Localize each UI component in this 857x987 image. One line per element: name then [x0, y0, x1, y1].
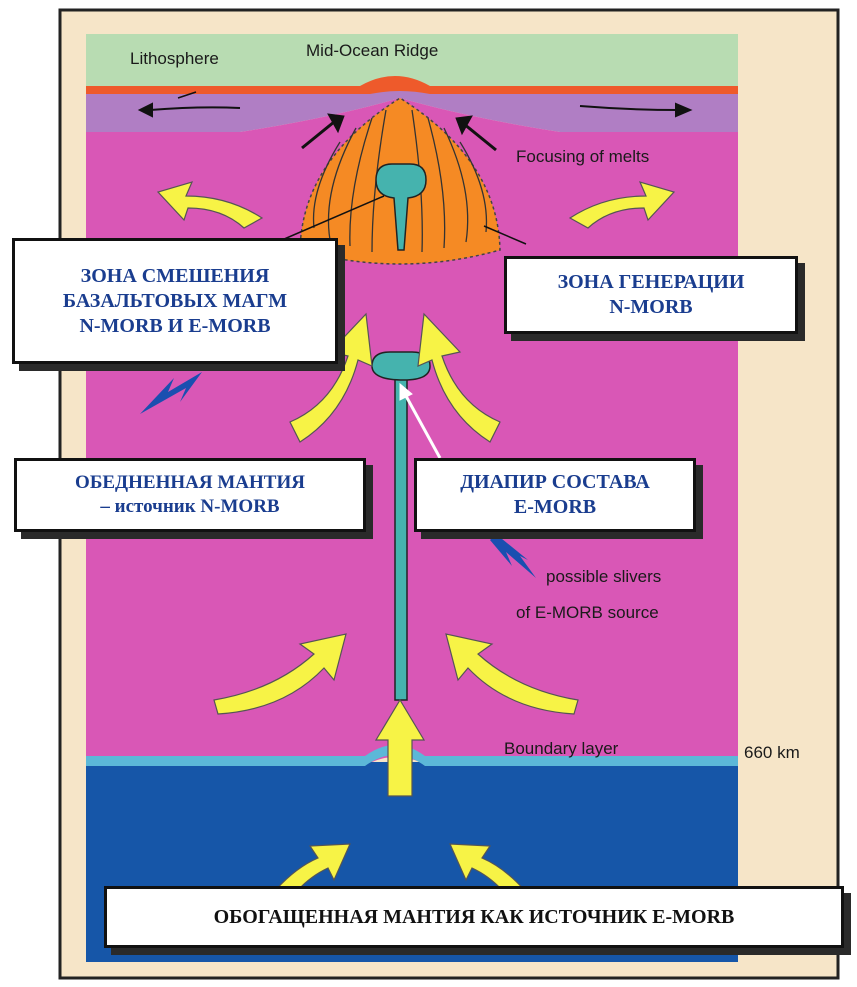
- label-boundary-layer: Boundary layer: [504, 739, 619, 758]
- generation-zone-box: ЗОНА ГЕНЕРАЦИИ N-MORB: [504, 256, 798, 334]
- diapir-line1: ДИАПИР СОСТАВА: [417, 470, 693, 495]
- enriched-mantle-line1: ОБОГАЩЕННАЯ МАНТИЯ КАК ИСТОЧНИК E-MORB: [107, 905, 841, 930]
- label-lithosphere: Lithosphere: [130, 49, 219, 68]
- label-focusing-of-melts: Focusing of melts: [516, 147, 649, 166]
- label-slivers-line2: of E-MORB source: [516, 603, 659, 622]
- mixing-zone-line1: ЗОНА СМЕШЕНИЯ: [15, 264, 335, 289]
- label-mid-ocean-ridge: Mid-Ocean Ridge: [306, 41, 438, 60]
- enriched-mantle-box: ОБОГАЩЕННАЯ МАНТИЯ КАК ИСТОЧНИК E-MORB: [104, 886, 844, 948]
- mixing-zone-box: ЗОНА СМЕШЕНИЯ БАЗАЛЬТОВЫХ МАГМ N-MORB И …: [12, 238, 338, 364]
- generation-zone-line1: ЗОНА ГЕНЕРАЦИИ: [507, 270, 795, 295]
- diapir-stem: [395, 376, 407, 700]
- diapir-box: ДИАПИР СОСТАВА E-MORB: [414, 458, 696, 532]
- depleted-mantle-line2: – источник N-MORB: [17, 495, 363, 519]
- mixing-zone-line3: N-MORB И E-MORB: [15, 314, 335, 339]
- depleted-mantle-box: ОБЕДНЕННАЯ МАНТИЯ – источник N-MORB: [14, 458, 366, 532]
- label-slivers-line1: possible slivers: [546, 567, 661, 586]
- depleted-mantle-line1: ОБЕДНЕННАЯ МАНТИЯ: [17, 471, 363, 495]
- mixing-zone-line2: БАЗАЛЬТОВЫХ МАГМ: [15, 289, 335, 314]
- generation-zone-line2: N-MORB: [507, 295, 795, 320]
- diapir-line2: E-MORB: [417, 495, 693, 520]
- label-660-km: 660 km: [744, 743, 800, 762]
